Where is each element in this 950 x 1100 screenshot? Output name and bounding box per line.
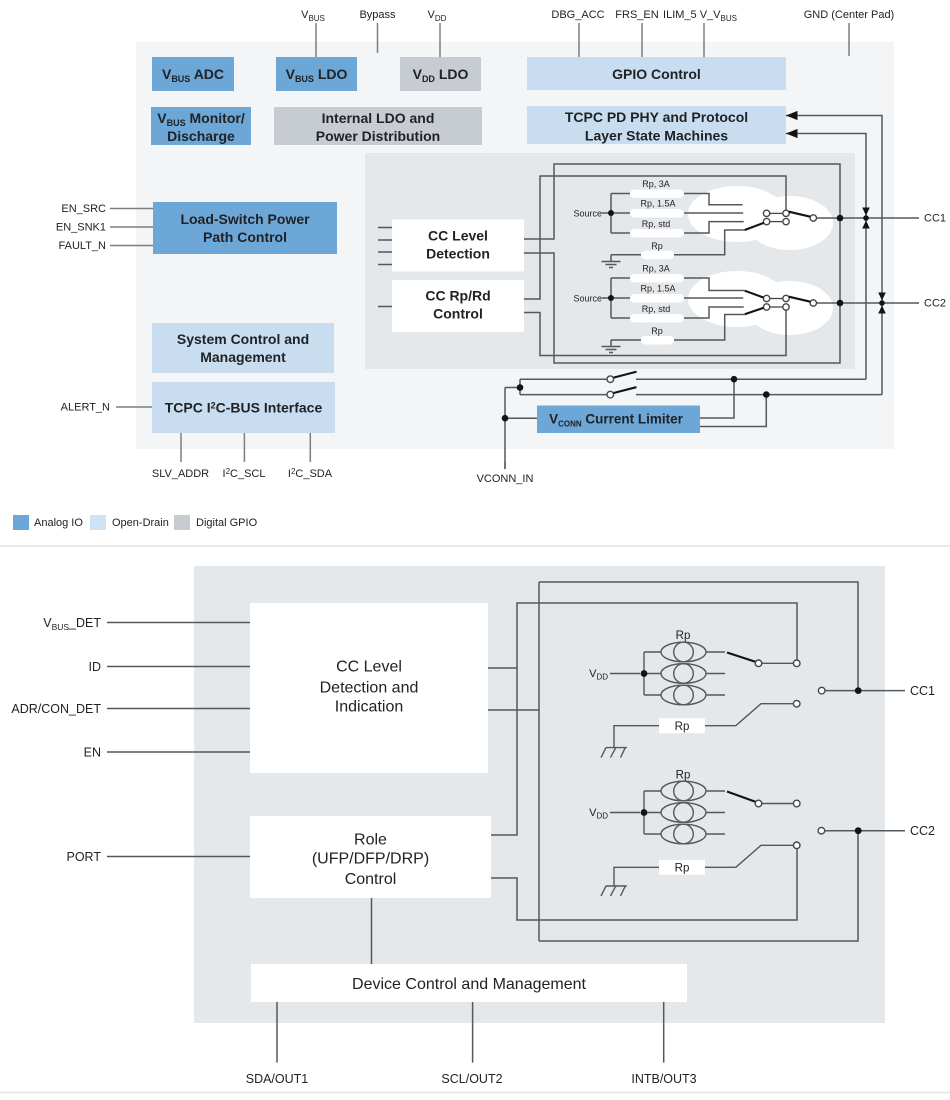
svg-text:Path Control: Path Control [203, 229, 287, 245]
svg-text:Layer State Machines: Layer State Machines [585, 128, 728, 144]
svg-text:Rp: Rp [676, 770, 691, 782]
svg-text:CC Level: CC Level [336, 659, 402, 676]
svg-text:Source: Source [573, 209, 602, 219]
svg-text:VBUS LDO: VBUS LDO [286, 66, 348, 84]
svg-text:(UFP/DFP/DRP): (UFP/DFP/DRP) [312, 851, 429, 868]
svg-text:Power Distribution: Power Distribution [316, 128, 440, 144]
svg-text:Rp: Rp [675, 863, 690, 875]
svg-text:I2C_SCL: I2C_SCL [223, 467, 266, 480]
svg-text:Analog IO: Analog IO [34, 517, 83, 529]
svg-text:FRS_EN: FRS_EN [615, 9, 658, 21]
svg-text:Indication: Indication [335, 698, 404, 715]
svg-text:Detection: Detection [426, 246, 490, 262]
svg-text:Role: Role [354, 832, 387, 849]
svg-text:CC Rp/Rd: CC Rp/Rd [425, 288, 490, 304]
svg-text:INTB/OUT3: INTB/OUT3 [631, 1072, 696, 1086]
svg-text:Device Control and Management: Device Control and Management [352, 976, 586, 993]
svg-text:EN_SNK1: EN_SNK1 [56, 222, 106, 234]
svg-text:Rp, 1.5A: Rp, 1.5A [640, 284, 675, 294]
svg-text:Open-Drain: Open-Drain [112, 517, 169, 529]
svg-text:Rp: Rp [651, 241, 663, 251]
svg-text:System Control and: System Control and [177, 331, 309, 347]
svg-text:Rp: Rp [675, 721, 690, 733]
svg-text:Rp, 1.5A: Rp, 1.5A [640, 199, 675, 209]
svg-text:EN_SRC: EN_SRC [61, 203, 106, 215]
svg-text:VCONN Current Limiter: VCONN Current Limiter [549, 412, 684, 429]
svg-text:VCONN_IN: VCONN_IN [477, 473, 534, 485]
svg-text:Management: Management [200, 349, 286, 365]
svg-text:PORT: PORT [67, 850, 102, 864]
svg-text:CC1: CC1 [924, 213, 946, 225]
svg-text:Load-Switch Power: Load-Switch Power [180, 211, 310, 227]
svg-text:DBG_ACC: DBG_ACC [551, 9, 604, 21]
svg-text:GPIO Control: GPIO Control [612, 66, 701, 82]
svg-text:SLV_ADDR: SLV_ADDR [152, 468, 209, 480]
svg-text:CC2: CC2 [924, 298, 946, 310]
svg-text:Rp, std: Rp, std [642, 304, 671, 314]
svg-text:GND (Center Pad): GND (Center Pad) [804, 9, 894, 21]
svg-text:Rp: Rp [676, 630, 691, 642]
svg-text:Source: Source [573, 294, 602, 304]
svg-text:ILIM_5 V_VBUS: ILIM_5 V_VBUS [663, 9, 737, 23]
svg-text:Rp, 3A: Rp, 3A [642, 179, 670, 189]
svg-text:Rp, std: Rp, std [642, 219, 671, 229]
svg-text:Internal LDO and: Internal LDO and [322, 110, 435, 126]
svg-text:EN: EN [84, 746, 101, 760]
svg-text:Control: Control [433, 306, 483, 322]
svg-text:Rp, 3A: Rp, 3A [642, 264, 670, 274]
svg-text:VBUS_DET: VBUS_DET [43, 616, 101, 632]
svg-text:CC2: CC2 [910, 824, 935, 838]
svg-text:ID: ID [89, 660, 102, 674]
svg-text:Control: Control [345, 871, 397, 888]
svg-text:Digital GPIO: Digital GPIO [196, 517, 258, 529]
svg-text:VDD LDO: VDD LDO [413, 66, 469, 84]
svg-text:TCPC I2C-BUS Interface: TCPC I2C-BUS Interface [165, 400, 323, 416]
svg-text:TCPC PD PHY and Protocol: TCPC PD PHY and Protocol [565, 109, 748, 125]
svg-text:I2C_SDA: I2C_SDA [288, 467, 333, 480]
svg-text:CC Level: CC Level [428, 228, 488, 244]
svg-text:Detection and: Detection and [320, 679, 419, 696]
svg-text:ADR/CON_DET: ADR/CON_DET [11, 702, 101, 716]
svg-text:Rp: Rp [651, 326, 663, 336]
svg-text:CC1: CC1 [910, 684, 935, 698]
svg-text:SDA/OUT1: SDA/OUT1 [246, 1072, 309, 1086]
svg-text:SCL/OUT2: SCL/OUT2 [441, 1072, 502, 1086]
svg-text:Bypass: Bypass [359, 9, 396, 21]
svg-text:ALERT_N: ALERT_N [61, 402, 110, 414]
svg-text:VBUS ADC: VBUS ADC [162, 66, 224, 84]
svg-text:Discharge: Discharge [167, 128, 235, 144]
svg-text:FAULT_N: FAULT_N [59, 240, 107, 252]
